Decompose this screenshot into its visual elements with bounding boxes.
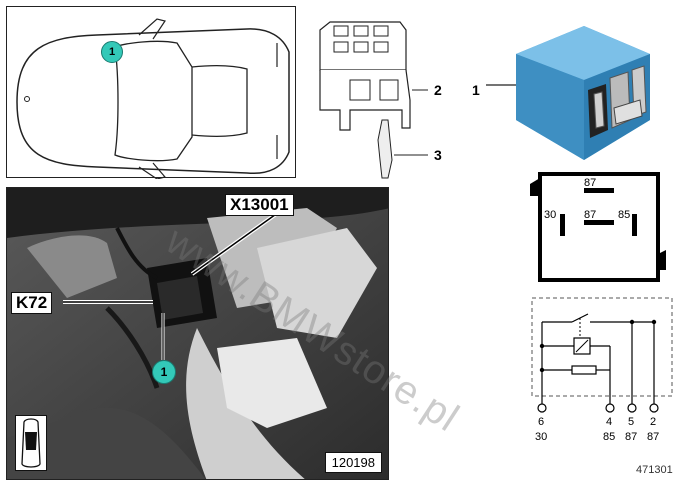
part-callout-1: 1 <box>472 82 480 98</box>
installation-photo: X13001 K72 1 120198 <box>6 187 389 480</box>
circuit-pin-term-1: 30 <box>535 431 547 443</box>
part-callout-2: 2 <box>434 82 442 98</box>
relay-pin-layout: 87 30 87 85 <box>530 172 666 282</box>
circuit-pin-term-3: 87 <box>625 431 637 443</box>
callout-number: 1 <box>160 365 168 379</box>
relay-socket-drawing <box>319 21 428 179</box>
connector-label: X13001 <box>225 194 294 216</box>
relay-circuit-schematic: 6 30 4 85 5 87 2 87 <box>531 297 673 443</box>
circuit-pin-num-3: 5 <box>628 416 634 428</box>
part-callout-3: 3 <box>434 147 442 163</box>
photo-drawing <box>7 188 388 479</box>
circuit-pin-num-4: 2 <box>650 416 656 428</box>
car-location-panel: 1 <box>6 6 296 180</box>
circuit-pin-num-1: 6 <box>538 416 544 428</box>
image-number: 471301 <box>636 464 673 476</box>
photo-number: 120198 <box>324 452 382 473</box>
circuit-pin-term-4: 87 <box>647 431 659 443</box>
callout-leader-line <box>486 84 516 86</box>
callout-badge: 1 <box>101 41 123 63</box>
car-icon <box>15 415 47 471</box>
pin-label-right: 85 <box>618 209 630 221</box>
relay-label: K72 <box>11 292 53 314</box>
circuit-pin-term-2: 85 <box>603 431 615 443</box>
relay-image <box>516 26 650 160</box>
circuit-pin-num-2: 4 <box>606 416 612 428</box>
pin-label-center: 87 <box>584 209 596 221</box>
pin-label-left: 30 <box>544 209 556 221</box>
callout-number: 1 <box>108 46 116 58</box>
car-outline-drawing <box>16 18 290 180</box>
callout-badge: 1 <box>152 360 176 384</box>
pin-label-top: 87 <box>584 177 596 189</box>
